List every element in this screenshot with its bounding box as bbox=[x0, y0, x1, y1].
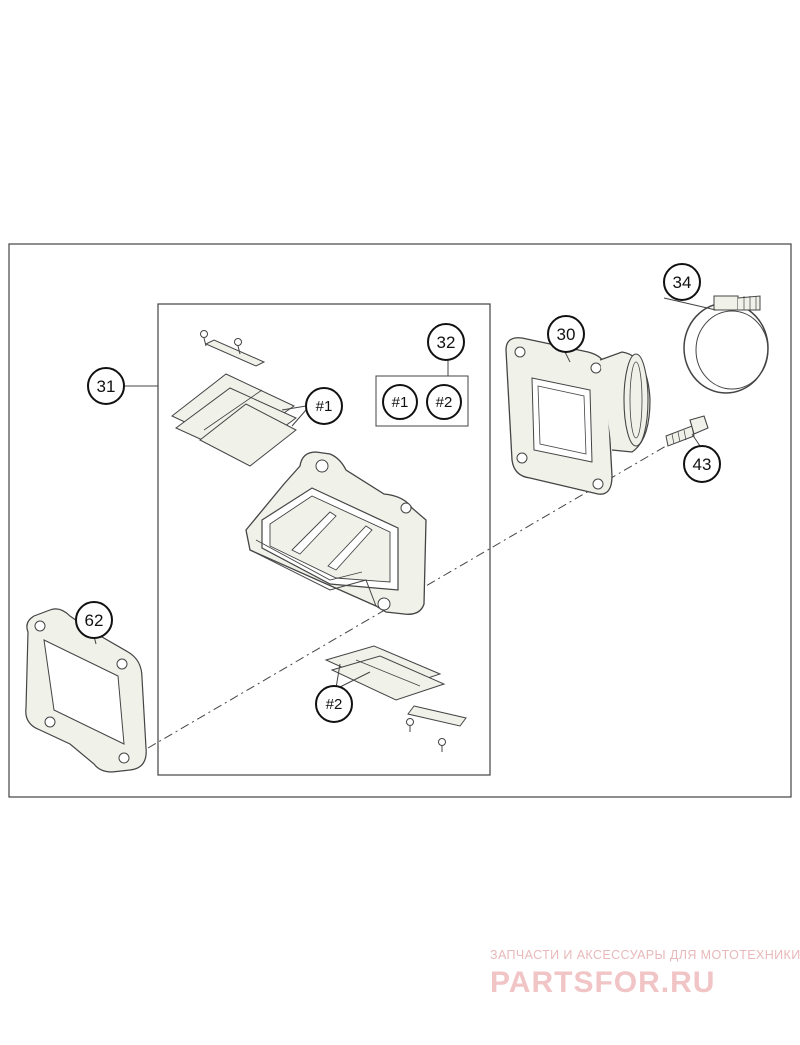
outer-frame bbox=[8, 243, 792, 798]
reed-valve-block[interactable] bbox=[245, 451, 427, 615]
gasket-62[interactable] bbox=[25, 608, 147, 773]
svg-text:31: 31 bbox=[97, 377, 116, 396]
callout-32[interactable]: 32 bbox=[427, 323, 465, 361]
svg-text:32: 32 bbox=[437, 333, 456, 352]
svg-text:62: 62 bbox=[85, 611, 104, 630]
watermark-tagline: ЗАПЧАСТИ И АКСЕССУАРЫ ДЛЯ МОТОТЕХНИКИ bbox=[490, 948, 800, 962]
callout-sub-1-reed[interactable]: #1 bbox=[305, 387, 343, 425]
assembly-31-box bbox=[157, 303, 491, 776]
reed-petal-set-2[interactable] bbox=[324, 645, 446, 701]
callout-sub-1-kit[interactable]: #1 bbox=[382, 384, 418, 420]
svg-text:#1: #1 bbox=[392, 394, 409, 411]
callout-31[interactable]: 31 bbox=[87, 367, 125, 405]
hose-clamp-34[interactable] bbox=[683, 295, 769, 394]
intake-manifold-30[interactable] bbox=[505, 337, 651, 495]
watermark-logo: PARTSFOR.RU bbox=[490, 966, 716, 999]
callout-34[interactable]: 34 bbox=[663, 263, 701, 301]
callout-sub-2-kit[interactable]: #2 bbox=[426, 384, 462, 420]
reed-stop-plate-upper[interactable] bbox=[200, 330, 266, 367]
svg-text:43: 43 bbox=[693, 455, 712, 474]
callout-43[interactable]: 43 bbox=[683, 445, 721, 483]
callout-30[interactable]: 30 bbox=[547, 315, 585, 353]
svg-text:30: 30 bbox=[557, 325, 576, 344]
leader-lines bbox=[93, 297, 717, 689]
bolt-43[interactable] bbox=[665, 415, 709, 447]
svg-text:#2: #2 bbox=[436, 394, 453, 411]
callout-62[interactable]: 62 bbox=[75, 601, 113, 639]
callout-sub-2-reed[interactable]: #2 bbox=[315, 685, 353, 723]
svg-text:#2: #2 bbox=[326, 696, 343, 713]
reed-stop-plate-lower[interactable] bbox=[406, 705, 467, 752]
kit-32-box bbox=[375, 375, 469, 427]
svg-text:34: 34 bbox=[673, 273, 692, 292]
svg-text:#1: #1 bbox=[316, 398, 333, 415]
reed-petal-set-1[interactable] bbox=[171, 373, 297, 467]
